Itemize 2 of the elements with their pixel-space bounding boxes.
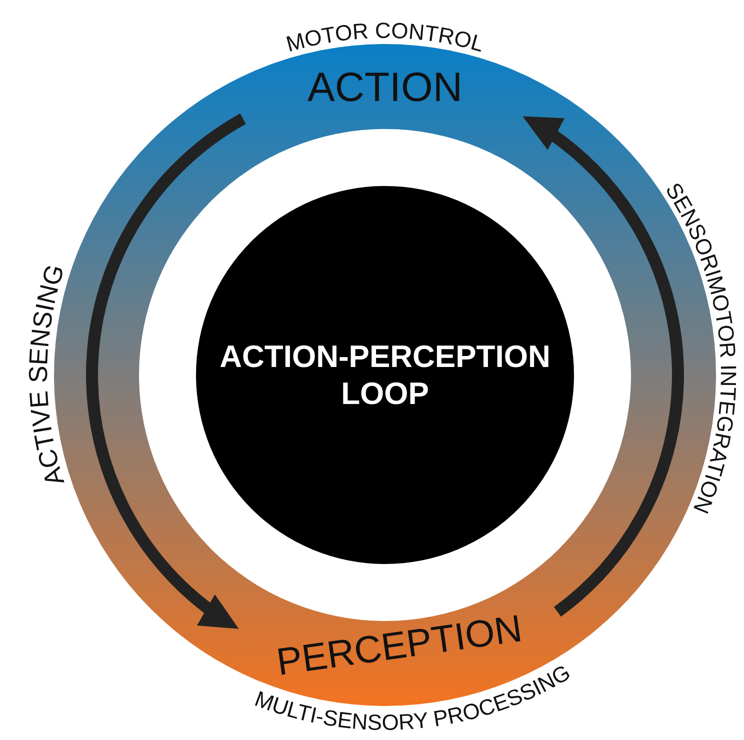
- caption-label: MOTOR CONTROL: [283, 18, 487, 57]
- loop-circle: ACTION-PERCEPTION LOOP: [196, 186, 574, 564]
